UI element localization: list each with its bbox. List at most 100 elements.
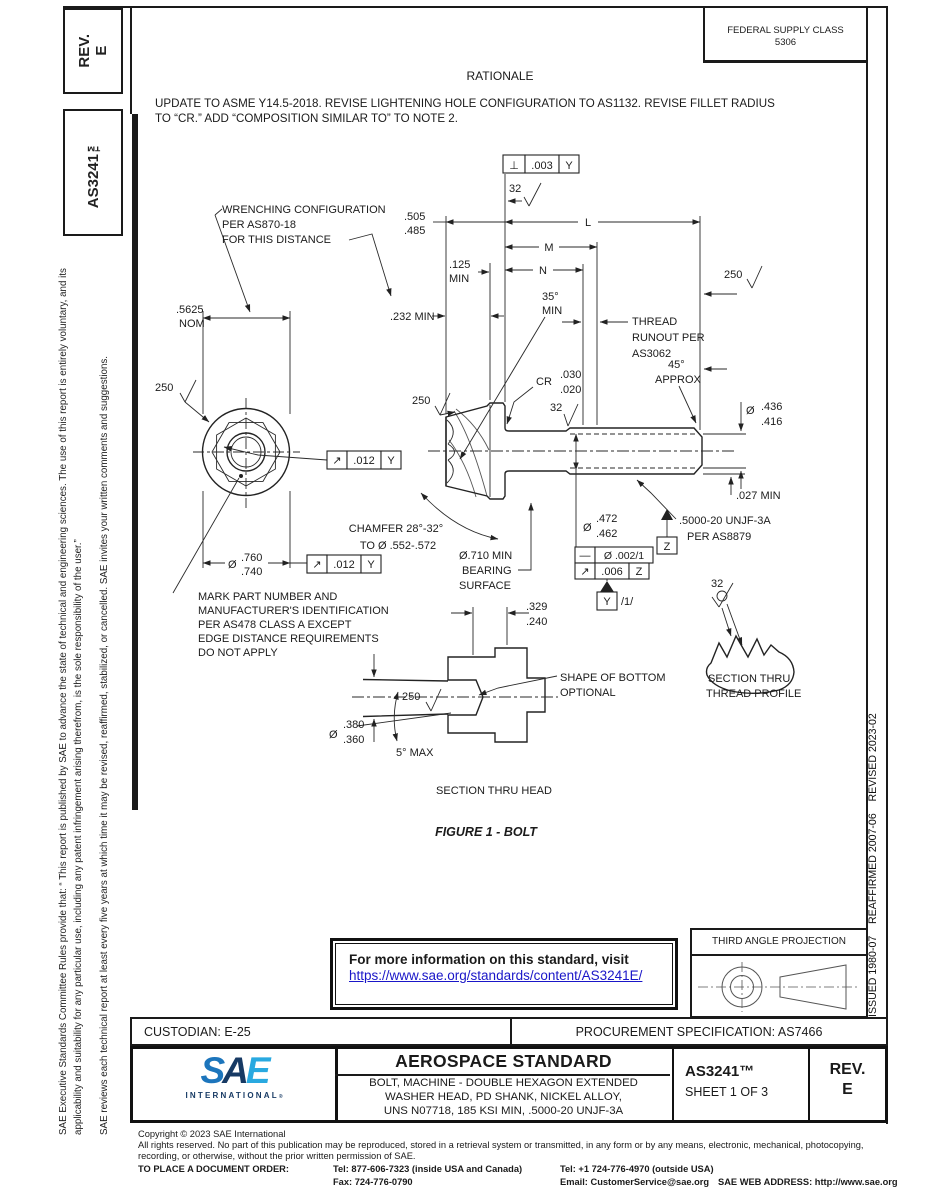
dim-027-min: .027 MIN: [736, 490, 781, 502]
sae-logo-subtitle: INTERNATIONAL®: [133, 1091, 335, 1100]
wrenching-note-line3: FOR THIS DISTANCE: [222, 234, 331, 246]
bearing-note-line2: BEARING: [462, 565, 512, 577]
sae-logo-international: INTERNATIONAL: [185, 1091, 279, 1100]
dim-472: .472: [596, 513, 617, 525]
roughness-32-top: 32: [509, 183, 521, 195]
mark-note-line4: EDGE DISTANCE REQUIREMENTS: [198, 633, 379, 645]
info-box-link[interactable]: https://www.sae.org/standards/content/AS…: [349, 968, 643, 983]
bearing-note-line3: SURFACE: [459, 580, 511, 592]
frame-right-inner-line: [866, 6, 868, 1018]
dim-240: .240: [526, 616, 547, 628]
title-block-rev-label: REV.: [829, 1061, 866, 1078]
rationale-line1: UPDATE TO ASME Y14.5-2018. REVISE LIGHTE…: [155, 97, 775, 110]
roughness-32-shank: 32: [550, 402, 562, 414]
fsc-line2: 5306: [774, 37, 797, 48]
fcf-runout2-symbol: ↗: [580, 566, 589, 578]
order-tel-2: Tel: +1 724-776-4970 (outside USA): [560, 1164, 714, 1174]
dim-45deg: 45°: [668, 359, 685, 371]
rationale-title: RATIONALE: [466, 69, 534, 83]
wrenching-note-line1: WRENCHING CONFIGURATION: [222, 204, 386, 216]
fcf-runout2-value: .006: [601, 566, 622, 578]
fcf1-runout-symbol: ↗: [332, 455, 341, 467]
dim-cr: CR: [536, 376, 552, 388]
fcf-straightness-value: Ø .002/1: [604, 550, 644, 562]
datum-y-label: Y: [603, 596, 611, 608]
bearing-note-line1: Ø.710 MIN: [459, 550, 512, 562]
feature-control-frames: [306, 154, 654, 580]
frame-right-outer-line: [886, 6, 888, 1124]
dim-5625: .5625: [176, 304, 204, 316]
dim-462: .462: [596, 528, 617, 540]
fcf2-datum: Y: [367, 559, 375, 571]
standard-title-line3: UNS N07718, 185 KSI MIN, .5000-20 UNJF-3…: [383, 1104, 624, 1117]
dim-740: .740: [241, 566, 262, 578]
procurement-label: PROCUREMENT SPECIFICATION: AS7466: [575, 1025, 823, 1039]
fcf-runout2-datum: Z: [636, 566, 643, 578]
rev-box: REV. E: [63, 8, 123, 94]
figure-caption: FIGURE 1 - BOLT: [435, 825, 538, 839]
standard-title: BOLT, MACHINE - DOUBLE HEXAGON EXTENDED …: [335, 1073, 672, 1118]
title-block-middle-cell: AEROSPACE STANDARD BOLT, MACHINE - DOUBL…: [335, 1049, 674, 1120]
fsc-line1: FEDERAL SUPPLY CLASS: [727, 25, 844, 36]
dim-45deg-approx: APPROX: [655, 374, 702, 386]
thread-callout-line2: PER AS8879: [687, 531, 751, 543]
doc-number-box: AS3241™: [63, 109, 123, 236]
title-block-rev-value: E: [842, 1081, 853, 1098]
section-thru-head-caption: SECTION THRU HEAD: [436, 785, 552, 797]
custodian-label: CUSTODIAN: E-25: [144, 1025, 251, 1039]
shape-note-line1: SHAPE OF BOTTOM: [560, 672, 666, 684]
section-thru-thread-profile: [705, 582, 795, 694]
shape-note-line2: OPTIONAL: [560, 687, 616, 699]
standard-title-line1: BOLT, MACHINE - DOUBLE HEXAGON EXTENDED: [369, 1077, 638, 1089]
dim-232-min: .232 MIN: [390, 311, 435, 323]
rights-line1: All rights reserved. No part of this pub…: [138, 1140, 864, 1150]
dia-436-symbol: Ø: [746, 405, 755, 417]
fcf1-tolerance: .012: [353, 455, 374, 467]
dim-cr-020: .020: [560, 384, 581, 396]
rationale-text: UPDATE TO ASME Y14.5-2018. REVISE LIGHTE…: [155, 97, 855, 126]
sae-logo-a: A: [222, 1050, 249, 1091]
section-thread-caption-line2: THREAD PROFILE: [706, 688, 801, 700]
dia-760-symbol: Ø: [228, 559, 237, 571]
third-angle-projection-title: THIRD ANGLE PROJECTION: [692, 930, 866, 956]
dim-5625-nom: NOM: [179, 318, 205, 330]
order-tel-1: Tel: 877-606-7323 (inside USA and Canada…: [333, 1164, 523, 1174]
third-angle-projection-box: THIRD ANGLE PROJECTION: [690, 928, 868, 1018]
dim-cr-030: .030: [560, 369, 581, 381]
dia-380-symbol: Ø: [329, 729, 338, 741]
sae-logo-reg-mark: ®: [278, 1094, 283, 1100]
end-view: [172, 208, 392, 594]
side-view: [420, 174, 763, 611]
fcf-perp-datum: Y: [565, 160, 573, 172]
standard-title-line2: WASHER HEAD, PD SHANK, NICKEL ALLOY,: [385, 1090, 622, 1103]
datum-z-label: Z: [664, 541, 671, 553]
order-fax: Fax: 724-776-0790: [333, 1177, 413, 1187]
dim-35deg: 35°: [542, 291, 559, 303]
rationale-line2: TO “CR.” ADD “COMPOSITION SIMILAR TO” TO…: [155, 111, 458, 125]
rev-cell: REV. E: [810, 1049, 885, 1120]
rights-line2: recording, or otherwise, without the pri…: [138, 1151, 416, 1161]
sae-logo-e: E: [245, 1050, 271, 1091]
dim-N: N: [539, 265, 547, 277]
dim-436: .436: [761, 401, 782, 413]
custodian-row: CUSTODIAN: E-25 PROCUREMENT SPECIFICATIO…: [130, 1017, 888, 1046]
dim-5deg-max: 5° MAX: [396, 747, 434, 759]
thread-runout-line3: AS3062: [632, 348, 671, 360]
chamfer-note-line1: CHAMFER 28°-32°: [349, 523, 443, 535]
doc-sheet-cell: AS3241™ SHEET 1 OF 3: [672, 1049, 810, 1120]
dim-416: .416: [761, 416, 782, 428]
wrenching-note-line2: PER AS870-18: [222, 219, 296, 231]
order-label: TO PLACE A DOCUMENT ORDER:: [138, 1164, 289, 1174]
sae-logo-s: S: [200, 1050, 225, 1091]
order-email: Email: CustomerService@sae.org: [560, 1177, 710, 1187]
fcf-perpendicularity-symbol: ⊥: [509, 160, 519, 172]
title-block-doc-number: AS3241™: [685, 1063, 755, 1080]
mark-note-line3: PER AS478 CLASS A EXCEPT: [198, 619, 352, 631]
fcf2-runout-symbol: ↗: [312, 559, 321, 571]
dim-329: .329: [526, 601, 547, 613]
fcf-perp-tolerance: .003: [531, 160, 552, 172]
info-box-text: For more information on this standard, v…: [349, 952, 629, 967]
roughness-250-right: 250: [724, 269, 742, 281]
